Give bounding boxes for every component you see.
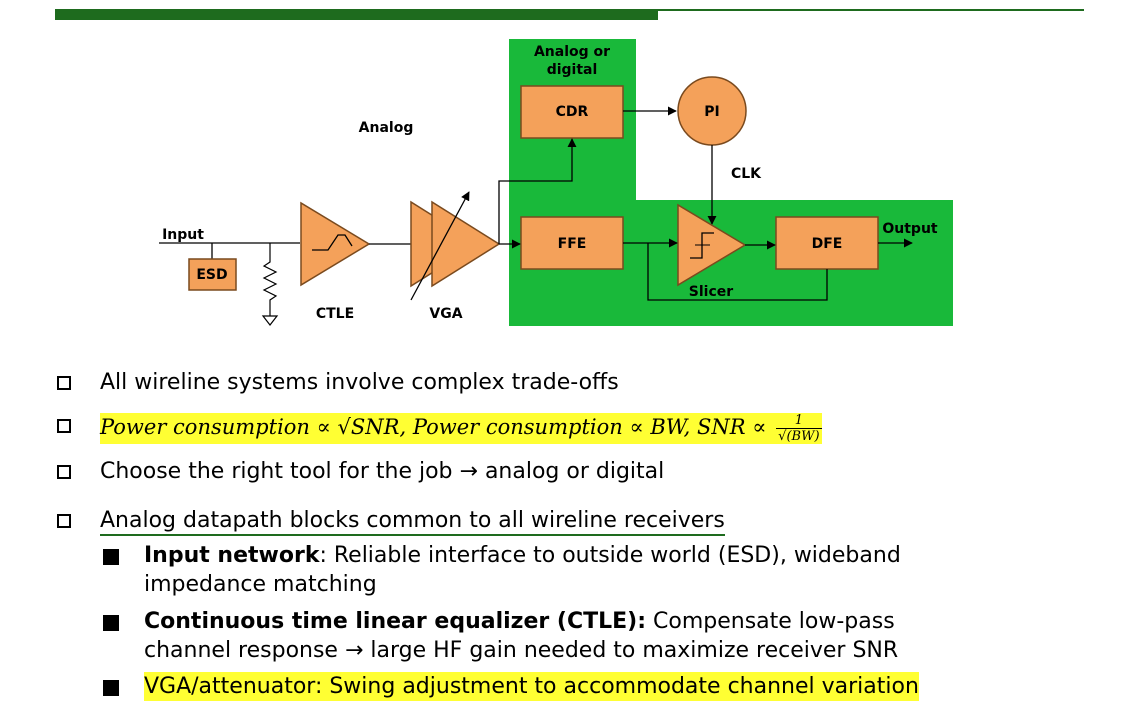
title-underline	[658, 9, 1084, 11]
termination-resistor	[262, 243, 278, 316]
vga-to-cdr-arrow	[498, 138, 577, 244]
checkbox-bullet-icon	[57, 514, 71, 528]
vga-variable-arrow	[410, 191, 470, 301]
analog-or-digital-label-1: Analog or	[534, 44, 610, 60]
fraction-denominator: √(BW)	[778, 429, 820, 444]
bullet-text: Choose the right tool for the job → anal…	[100, 459, 665, 484]
ground-icon	[261, 315, 279, 326]
bullet-text: All wireline systems involve complex tra…	[100, 370, 619, 395]
checkbox-bullet-icon	[57, 376, 71, 390]
fraction-numerator: 1	[776, 413, 822, 429]
dfe-label: DFE	[812, 236, 843, 252]
sub-bullet-text: VGA/attenuator: Swing adjustment to acco…	[144, 672, 919, 701]
formula-text: Power consumption ∝ √SNR, Power consumpt…	[100, 413, 822, 444]
vga-label: VGA	[429, 306, 462, 322]
clk-label: CLK	[731, 166, 762, 182]
square-bullet-icon	[103, 615, 119, 631]
vga-stage-2	[431, 200, 501, 288]
output-label: Output	[882, 221, 938, 237]
ctle-block	[300, 201, 371, 287]
cdr-label: CDR	[556, 104, 589, 120]
esd-block	[188, 258, 237, 291]
ctle-label: CTLE	[316, 306, 354, 322]
sub-bullet-text: Input network: Reliable interface to out…	[144, 543, 901, 597]
sub-bullet-text: Continuous time linear equalizer (CTLE):…	[144, 609, 899, 663]
ctle-response-icon	[312, 234, 353, 251]
slicer-label: Slicer	[689, 284, 733, 300]
analog-label: Analog	[359, 120, 414, 136]
ffe-label: FFE	[558, 236, 587, 252]
square-bullet-icon	[103, 549, 119, 565]
title-bar	[55, 9, 658, 20]
square-bullet-icon	[103, 680, 119, 696]
bullet-text: Analog datapath blocks common to all wir…	[100, 508, 725, 536]
dfe-block	[775, 216, 879, 270]
formula-fraction: 1√(BW)	[776, 413, 822, 444]
checkbox-bullet-icon	[57, 465, 71, 479]
cdr-block	[520, 85, 624, 139]
receiver-block-diagram: Analog or digital Analog CDR PI CLK FFE …	[159, 39, 953, 326]
analog-or-digital-label-2: digital	[547, 62, 598, 78]
pi-label: PI	[704, 104, 719, 120]
checkbox-bullet-icon	[57, 419, 71, 433]
esd-label: ESD	[196, 267, 227, 283]
input-label: Input	[162, 227, 204, 243]
dfe-feedback-line	[647, 243, 828, 301]
ffe-block	[520, 216, 624, 270]
slicer-block	[677, 203, 747, 287]
formula-main: Power consumption ∝ √SNR, Power consumpt…	[100, 415, 774, 439]
